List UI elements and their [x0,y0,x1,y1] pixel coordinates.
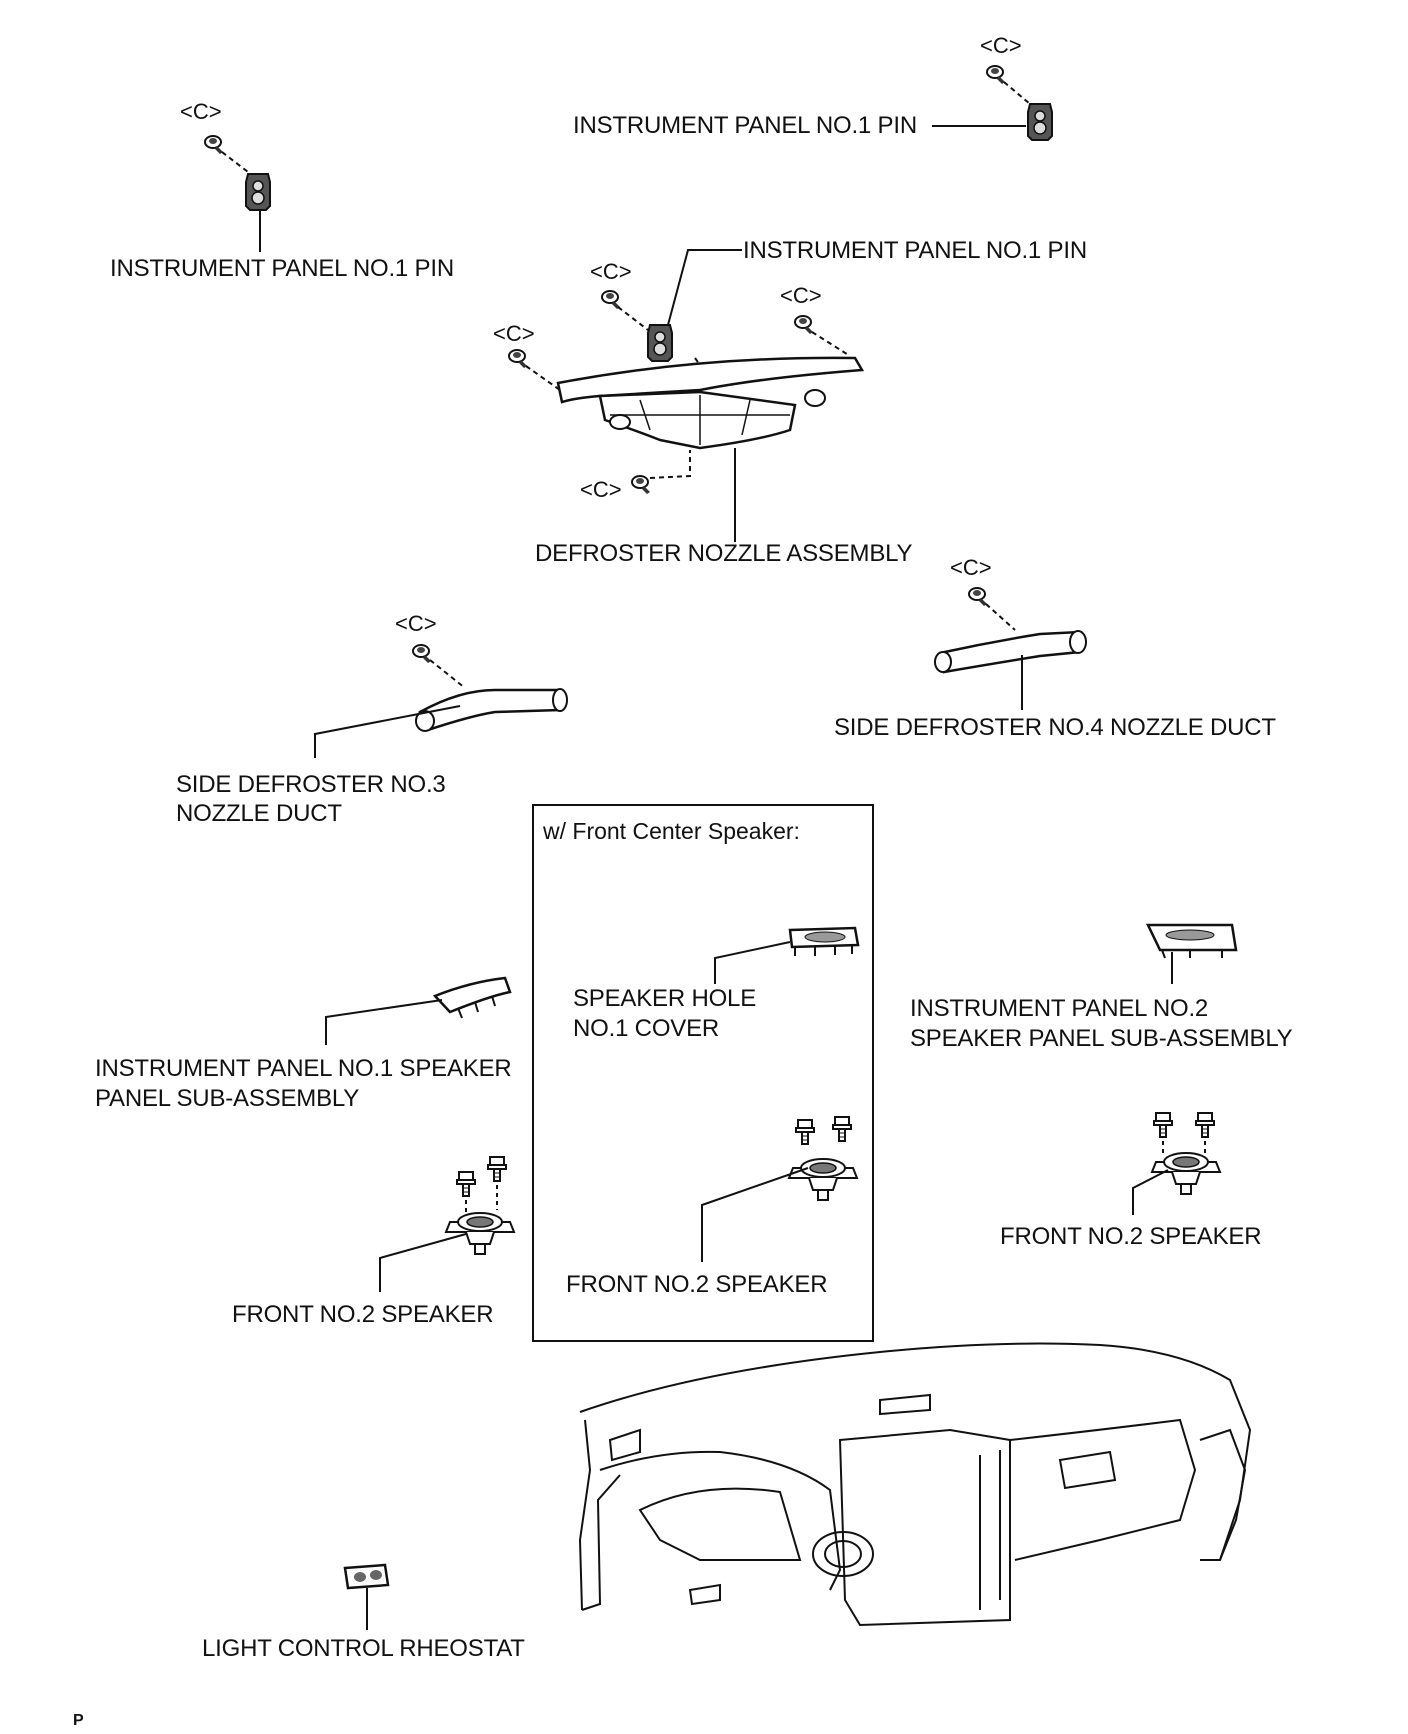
label-defroster-nozzle: DEFROSTER NOZZLE ASSEMBLY [535,540,913,567]
label-front-speaker-left: FRONT NO.2 SPEAKER [232,1301,494,1328]
screw-icon [204,135,224,155]
front-center-speaker-box [533,805,873,1341]
label-pin-top: INSTRUMENT PANEL NO.1 PIN [573,112,917,139]
fastener-ref-label: <C> [980,33,1022,58]
label-pin-left: INSTRUMENT PANEL NO.1 PIN [110,255,454,282]
label-front-speaker-box: FRONT NO.2 SPEAKER [566,1271,828,1298]
defroster-nozzle-group [508,250,862,542]
bolt-icon [1195,1112,1215,1138]
defroster-nozzle-icon [558,358,862,402]
pin-left-group [204,135,271,252]
pin-left-icon [245,173,271,211]
instrument-panel-icon [580,1344,1250,1625]
screw-icon [601,290,621,310]
label-panel-no2-speaker-line2: SPEAKER PANEL SUB-ASSEMBLY [910,1025,1293,1052]
side-defroster-no3-group [315,644,567,758]
speaker-icon [445,1212,515,1255]
screw-icon [508,349,528,369]
screw-icon [986,65,1006,85]
label-panel-no1-speaker-line1: INSTRUMENT PANEL NO.1 SPEAKER [95,1055,512,1082]
label-side-defroster-no3-line2: NOZZLE DUCT [176,800,342,827]
pin-center-icon [647,324,673,362]
label-side-defroster-no4: SIDE DEFROSTER NO.4 NOZZLE DUCT [834,714,1276,741]
fastener-ref-label: <C> [590,259,632,284]
pin-top-icon [1027,103,1053,141]
bolt-icon [832,1116,852,1142]
bolt-icon [795,1119,815,1145]
panel-no1-speaker-group [326,978,510,1045]
panel-no2-speaker-group [1148,925,1236,984]
screw-icon [794,315,814,335]
corner-mark: P [73,1712,84,1729]
label-panel-no1-speaker-line2: PANEL SUB-ASSEMBLY [95,1085,360,1112]
bolt-icon [487,1156,507,1182]
screw-icon [968,587,988,607]
label-panel-no2-speaker-line1: INSTRUMENT PANEL NO.2 [910,995,1209,1022]
front-speaker-left-group [380,1156,515,1292]
fastener-ref-label: <C> [950,555,992,580]
label-pin-center: INSTRUMENT PANEL NO.1 PIN [743,237,1087,264]
panel-no1-speaker-icon [435,978,510,1012]
fastener-ref-label: <C> [180,99,222,124]
side-defroster-no4-icon [940,632,1084,672]
speaker-hole-cover-group [715,928,858,984]
box-title: w/ Front Center Speaker: [543,818,800,844]
fastener-ref-label: <C> [580,477,622,502]
label-speaker-hole-line2: NO.1 COVER [573,1015,720,1042]
screw-icon [412,644,432,664]
bolt-icon [456,1171,476,1197]
fastener-ref-label: <C> [395,611,437,636]
bolt-icon [1153,1112,1173,1138]
pin-top-group [932,65,1053,141]
label-speaker-hole-line1: SPEAKER HOLE [573,985,757,1012]
label-side-defroster-no3-line1: SIDE DEFROSTER NO.3 [176,771,446,798]
screw-icon [631,475,651,495]
front-speaker-box-group [702,1116,858,1262]
light-control-group [345,1565,388,1630]
front-speaker-right-group [1133,1112,1221,1215]
fastener-ref-label: <C> [493,321,535,346]
fastener-ref-label: <C> [780,283,822,308]
speaker-icon [788,1158,858,1201]
label-front-speaker-right: FRONT NO.2 SPEAKER [1000,1223,1262,1250]
label-light-control: LIGHT CONTROL RHEOSTAT [202,1635,525,1662]
side-defroster-no4-group [935,587,1086,710]
